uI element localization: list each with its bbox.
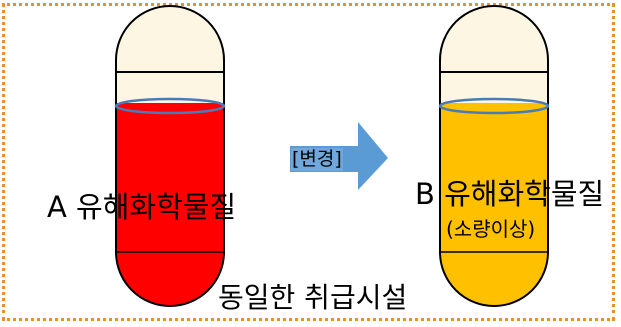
vessel-a-surface bbox=[114, 97, 226, 115]
vessel-b-surface bbox=[438, 97, 550, 115]
vessel-b-outline bbox=[439, 5, 549, 307]
vessel-b-label: B 유해화학물질 bbox=[415, 177, 605, 211]
vessel-a bbox=[114, 5, 226, 307]
vessel-b bbox=[438, 5, 550, 307]
vessel-a-liquid bbox=[116, 103, 224, 306]
vessel-b-liquid bbox=[440, 103, 548, 306]
vessel-b-cap bbox=[440, 6, 548, 103]
change-arrow-label: [변경] bbox=[291, 148, 343, 171]
vessel-a-label: A 유해화학물질 bbox=[47, 190, 237, 224]
vessel-b-sublabel: (소량이상) bbox=[446, 217, 536, 241]
vessel-a-outline bbox=[115, 5, 225, 307]
vessel-a-cap bbox=[116, 6, 224, 103]
facility-label: 동일한 취급시설 bbox=[218, 281, 408, 314]
dotted-frame bbox=[2, 3, 615, 321]
